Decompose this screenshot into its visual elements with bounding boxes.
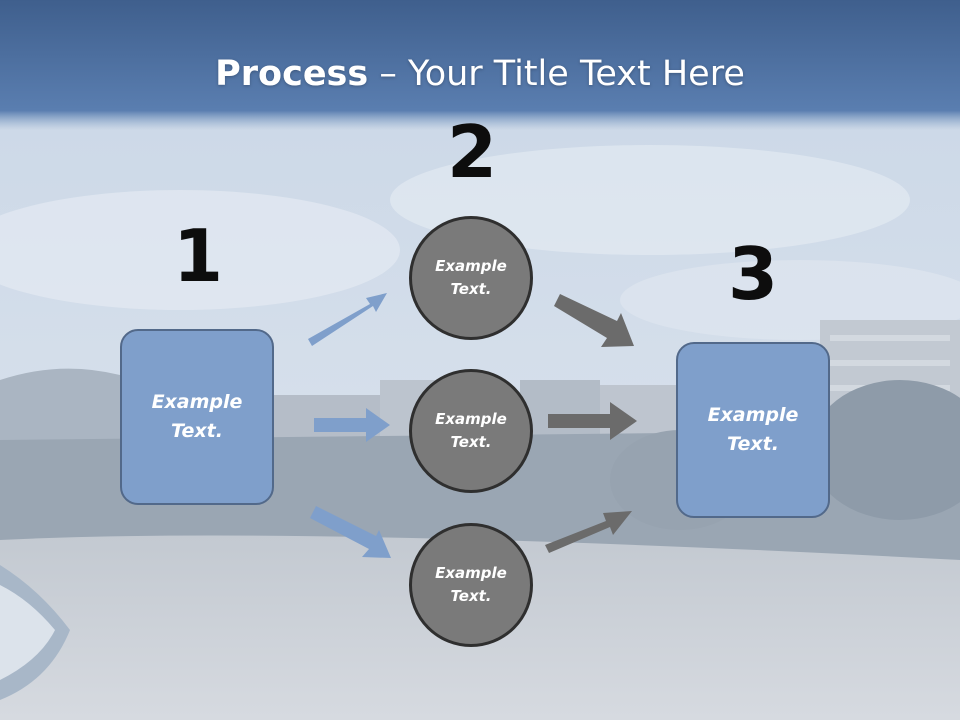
step-1-text: Example Text. <box>151 391 243 442</box>
title-bold: Process <box>215 54 369 94</box>
step-2-circle-middle: Example Text. <box>409 369 533 493</box>
step-3-text: Example Text. <box>707 404 799 455</box>
arrow-1-to-2-top <box>308 293 387 346</box>
step-number-3: 3 <box>727 232 779 316</box>
arrow-2-to-3-middle <box>548 402 637 440</box>
slide-title: Process – Your Title Text Here <box>0 50 960 98</box>
step-2-text-middle: Example Text. <box>435 410 507 451</box>
title-rest: – Your Title Text Here <box>368 54 745 94</box>
step-number-1: 1 <box>172 214 224 298</box>
step-2-text-top: Example Text. <box>435 257 507 298</box>
step-2-text-bottom: Example Text. <box>435 564 507 605</box>
step-2-circle-top: Example Text. <box>409 216 533 340</box>
step-1-box: Example Text. <box>120 329 274 505</box>
arrow-1-to-2-bottom <box>310 506 391 558</box>
step-2-circle-bottom: Example Text. <box>409 523 533 647</box>
arrow-2-to-3-bottom <box>545 511 632 553</box>
step-number-2: 2 <box>446 110 498 194</box>
step-3-box: Example Text. <box>676 342 830 518</box>
arrow-1-to-2-middle <box>314 408 390 442</box>
arrow-2-to-3-top <box>554 294 634 347</box>
